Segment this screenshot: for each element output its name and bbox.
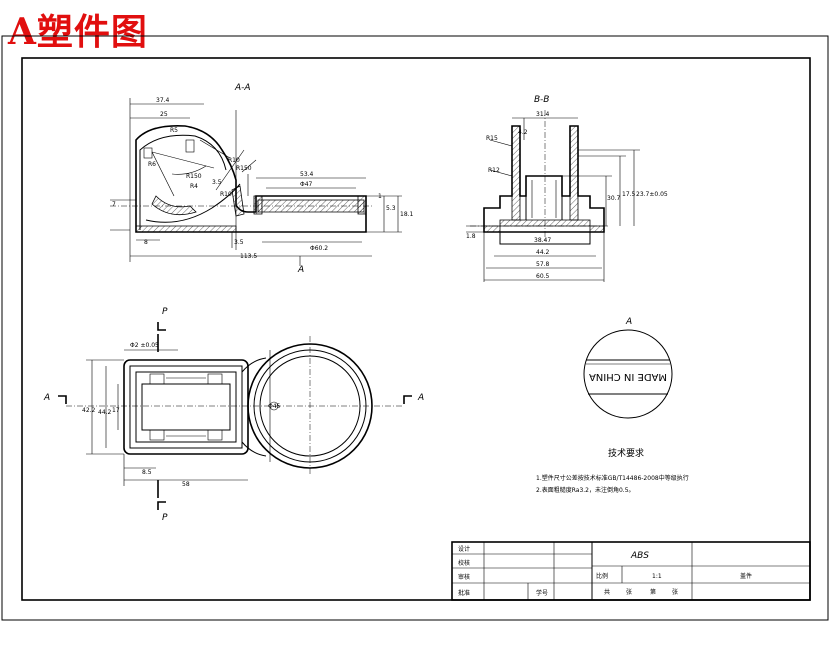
plan-dim-w1: 8.5 xyxy=(142,469,152,476)
tb-material: ABS xyxy=(630,551,649,561)
aa-dim-d7: R150 xyxy=(236,165,252,172)
plan-view: P P A A xyxy=(43,307,424,523)
notes-line-2: 2.表面粗糙度Ra3.2，未注倒角0.5。 xyxy=(536,486,635,494)
aa-dim-d8: R10 xyxy=(220,191,232,198)
tb-review: 审核 xyxy=(458,573,470,581)
bb-dim-top: 31.4 xyxy=(536,111,550,118)
bb-dim-h4: 1.8 xyxy=(466,233,476,240)
plan-dim-top: Φ2 ±0.05 xyxy=(130,342,159,349)
cut-p-bottom: P xyxy=(162,513,168,523)
tb-sheet-label3: 张 xyxy=(672,588,678,596)
aa-hatched-base xyxy=(135,225,237,233)
tb-part-name: 盖件 xyxy=(740,572,752,580)
tb-scale-value: 1:1 xyxy=(652,573,662,580)
aa-dim-d18: R150 xyxy=(186,173,202,180)
outer-sheet-border xyxy=(1,35,829,621)
plan-dim-h2: 44.2 xyxy=(98,409,112,416)
aa-dim-d1: 37.4 xyxy=(156,97,170,104)
tb-sheet-label2: 第 xyxy=(650,588,656,596)
bb-outer-profile xyxy=(483,125,605,233)
aa-dim-d20: 7 xyxy=(112,201,116,208)
technical-requirements: 技术要求 1.塑件尺寸公差按技术标准GB/T14486-2008中等级执行 2.… xyxy=(536,447,689,494)
notes-title: 技术要求 xyxy=(608,447,644,459)
aa-dim-d5: R10 xyxy=(228,157,240,164)
detail-a-label: A xyxy=(625,317,632,327)
bb-hatched-right-wall xyxy=(569,125,579,221)
aa-dim-d19: 3.5 xyxy=(212,179,222,186)
bb-dim-h3: 23.7±0.05 xyxy=(636,191,668,198)
aa-hatched-rib xyxy=(231,185,245,217)
inner-drawing-frame xyxy=(21,57,811,601)
bb-dim-w2: 44.2 xyxy=(536,249,550,256)
aa-hatched-wall-right xyxy=(357,195,367,215)
aa-slot xyxy=(143,147,153,159)
tb-student-id: 学号 xyxy=(536,589,548,597)
aa-dim-d14: 8 xyxy=(144,239,148,246)
tb-sheet-total: 共 xyxy=(604,588,610,596)
plan-dim-h1: 42.2 xyxy=(82,407,96,414)
bb-dim-w1: 38.47 xyxy=(534,237,551,244)
aa-dim-d12: 5.3 xyxy=(386,205,396,212)
aa-dim-d9: 53.4 xyxy=(300,171,314,178)
tb-scale-label: 比例 xyxy=(596,572,608,580)
aa-slot-2 xyxy=(185,139,195,153)
aa-dim-d17: 113.5 xyxy=(240,253,257,260)
aa-hatched-wall xyxy=(253,195,263,215)
section-aa-label: A-A xyxy=(234,83,251,93)
drawing-stamp-title: A塑件图 xyxy=(8,11,148,53)
aa-dim-d16: Φ60.2 xyxy=(310,245,328,252)
notes-line-1: 1.塑件尺寸公差按技术标准GB/T14486-2008中等级执行 xyxy=(536,474,689,482)
bb-dim-h2: 17.5 xyxy=(622,191,636,198)
bb-dim-42: 4.2 xyxy=(518,129,528,136)
plan-dim-w2: 58 xyxy=(182,481,190,488)
aa-section-marker: A xyxy=(297,265,304,275)
tb-sheet-label1: 张 xyxy=(626,588,632,596)
bb-dim-w4: 60.5 xyxy=(536,273,550,280)
bb-dim-w3: 57.8 xyxy=(536,261,550,268)
section-bb-view: B-B 31.4 4.2 xyxy=(466,95,668,282)
detail-a-embossed-text: MADE IN CHINA xyxy=(589,371,667,382)
aa-dim-d10: Φ47 xyxy=(300,181,313,188)
tb-check: 校核 xyxy=(458,559,470,567)
plan-rect-body xyxy=(123,359,249,455)
aa-dim-d11: 1 xyxy=(378,193,382,200)
cut-a-left: A xyxy=(43,393,50,403)
aa-dim-d4: R6 xyxy=(148,161,156,168)
aa-dim-d2: 25 xyxy=(160,111,168,118)
aa-body-outline xyxy=(135,124,367,233)
aa-inner-shell xyxy=(139,134,227,230)
aa-dim-d15: 3.5 xyxy=(234,239,244,246)
tb-design: 设计 xyxy=(458,545,470,553)
bb-dim-r15: R15 xyxy=(486,135,498,142)
bb-dim-r12: R12 xyxy=(488,167,500,174)
tb-approve: 批准 xyxy=(458,589,470,597)
section-bb-label: B-B xyxy=(534,95,549,105)
aa-dim-d3: R5 xyxy=(170,127,178,134)
plan-dim-h3: 17 xyxy=(112,407,120,414)
section-aa-view: A-A xyxy=(110,83,414,275)
plan-dim-phi: Φ45 xyxy=(268,403,281,410)
detail-a-circle xyxy=(583,329,673,419)
bb-hatched-left-wall xyxy=(511,125,521,221)
bb-dim-h1: 30.7 xyxy=(607,195,621,202)
aa-dim-d13: 18.1 xyxy=(400,211,414,218)
aa-dim-d6: R4 xyxy=(190,183,198,190)
cut-p-top: P xyxy=(162,307,168,317)
title-block: 设计 校核 审核 批准 学号 ABS 比例 1:1 盖件 共 张 第 张 xyxy=(451,541,811,601)
aa-hatched-curve xyxy=(151,195,197,216)
detail-a-view: A MADE IN CHINA xyxy=(583,317,673,419)
cut-a-right: A xyxy=(417,393,424,403)
